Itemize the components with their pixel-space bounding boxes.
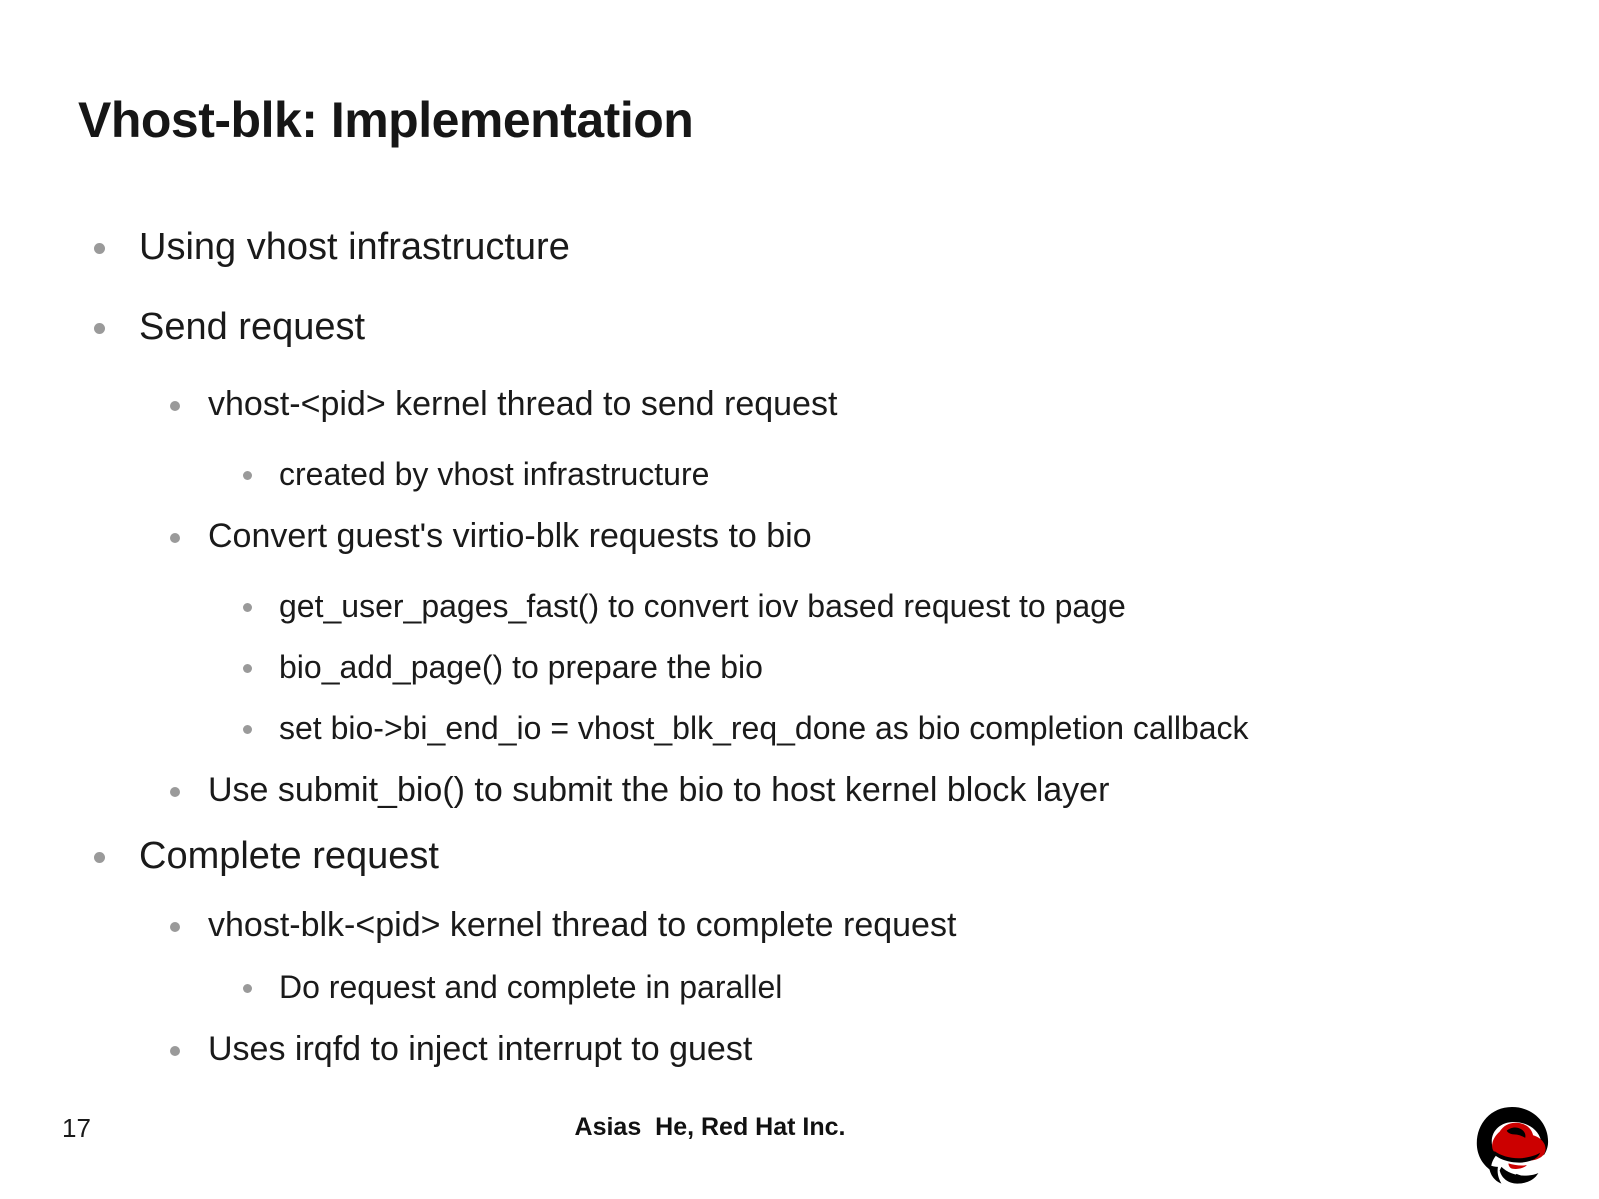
list-item-label: bio_add_page() to prepare the bio [279, 649, 763, 685]
list-item-label: Send request [139, 306, 366, 348]
list-item: created by vhost infrastructure [0, 453, 1599, 514]
list-item: bio_add_page() to prepare the bio [0, 646, 1599, 707]
list-item: Do request and complete in parallel [0, 966, 1599, 1027]
list-item: Complete request [0, 831, 1599, 903]
bullet-list: Using vhost infrastructure Send request … [0, 222, 1599, 1090]
list-item: vhost-<pid> kernel thread to send reques… [0, 382, 1599, 445]
list-item-label: set bio->bi_end_io = vhost_blk_req_done … [279, 710, 1249, 746]
spacer [0, 294, 1599, 302]
bullet-point-icon [243, 984, 252, 993]
list-item-label: Complete request [139, 835, 439, 877]
list-item-label: vhost-<pid> kernel thread to send reques… [208, 385, 838, 423]
bullet-point-icon [170, 1046, 180, 1056]
bullet-point-icon [170, 401, 180, 411]
red-hat-shadowman-logo [1466, 1100, 1558, 1188]
spacer [0, 577, 1599, 585]
list-item-label: Use submit_bio() to submit the bio to ho… [208, 771, 1110, 809]
bullet-point-icon [94, 243, 105, 254]
bullet-point-icon [243, 603, 252, 612]
list-item: Send request [0, 302, 1599, 374]
bullet-point-icon [94, 323, 105, 334]
list-item: Uses irqfd to inject interrupt to guest [0, 1027, 1599, 1090]
list-item-label: Using vhost infrastructure [139, 226, 570, 268]
list-item-label: vhost-blk-<pid> kernel thread to complet… [208, 906, 957, 944]
list-item: get_user_pages_fast() to convert iov bas… [0, 585, 1599, 646]
list-item: Use submit_bio() to submit the bio to ho… [0, 768, 1599, 831]
spacer [0, 374, 1599, 382]
bullet-point-icon [170, 787, 180, 797]
list-item: vhost-blk-<pid> kernel thread to complet… [0, 903, 1599, 966]
list-item-label: Convert guest's virtio-blk requests to b… [208, 517, 812, 555]
list-item-label: get_user_pages_fast() to convert iov bas… [279, 588, 1126, 624]
bullet-point-icon [170, 533, 180, 543]
footer-credit: Asias He, Red Hat Inc. [574, 1113, 846, 1141]
list-item-label: Uses irqfd to inject interrupt to guest [208, 1030, 753, 1068]
bullet-point-icon [243, 725, 252, 734]
list-item-label: Do request and complete in parallel [279, 969, 783, 1005]
bullet-point-icon [94, 852, 105, 863]
list-item: Convert guest's virtio-blk requests to b… [0, 514, 1599, 577]
page-number: 17 [62, 1113, 91, 1143]
bullet-point-icon [243, 664, 252, 673]
list-item: set bio->bi_end_io = vhost_blk_req_done … [0, 707, 1599, 768]
page-title: Vhost-blk: Implementation [78, 92, 694, 148]
list-item-label: created by vhost infrastructure [279, 456, 710, 492]
list-item: Using vhost infrastructure [0, 222, 1599, 294]
bullet-point-icon [170, 922, 180, 932]
bullet-point-icon [243, 471, 252, 480]
spacer [0, 445, 1599, 453]
